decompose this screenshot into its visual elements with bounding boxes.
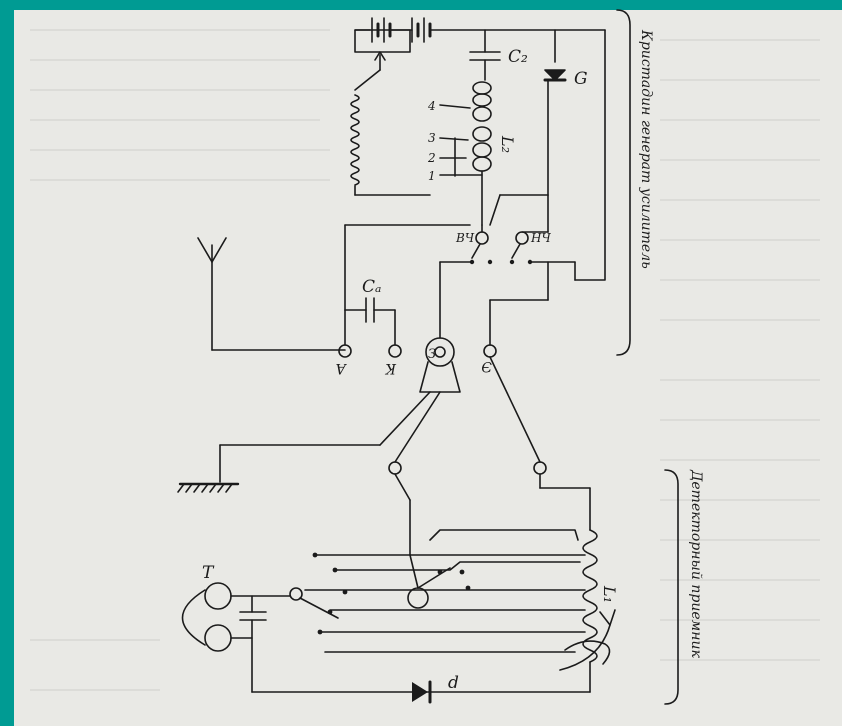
ground-symbol [177, 482, 240, 493]
label-l1: L₁ [600, 585, 619, 603]
coil-l2 [439, 81, 492, 226]
label-t: Т [202, 563, 215, 583]
label-g: G [574, 69, 588, 89]
crystal-g [499, 29, 567, 196]
label-sw2: НЧ [530, 231, 551, 245]
label-sw1: ВЧ [455, 231, 475, 245]
label-tap3: 3 [428, 131, 436, 145]
label-d: d [448, 673, 459, 693]
tap-switch [289, 552, 471, 635]
headphones-t [181, 582, 591, 693]
coil-l1 [304, 529, 616, 693]
detector-terminals [388, 461, 591, 556]
label-e: Э [481, 358, 492, 374]
rheostat [350, 69, 431, 196]
capacitor-c2 [469, 29, 501, 81]
capacitor-ca [344, 224, 396, 346]
label-a: А [335, 360, 347, 376]
label-c2: C₂ [508, 47, 528, 67]
side-label-upper: Кристадин генерат усилитель [638, 29, 654, 269]
antenna [197, 237, 346, 351]
label-k: К [384, 360, 397, 376]
switch-hf-lf [344, 194, 576, 281]
label-tap4: 4 [427, 99, 436, 113]
label-z: З [428, 347, 436, 362]
label-tap1: 1 [428, 169, 436, 183]
scanned-page [14, 10, 842, 726]
inter-block-wires [219, 356, 541, 483]
label-tap2: 2 [427, 151, 436, 165]
lower-bracket [664, 469, 679, 705]
upper-bracket [616, 9, 631, 356]
label-ca: Cₐ [362, 277, 381, 297]
side-label-lower: Детекторный приемник [688, 469, 704, 658]
diode-d [412, 680, 432, 704]
background-text-lines [30, 29, 820, 691]
terminals [338, 261, 549, 393]
label-l2: L₂ [498, 135, 517, 153]
battery-group [354, 17, 606, 71]
